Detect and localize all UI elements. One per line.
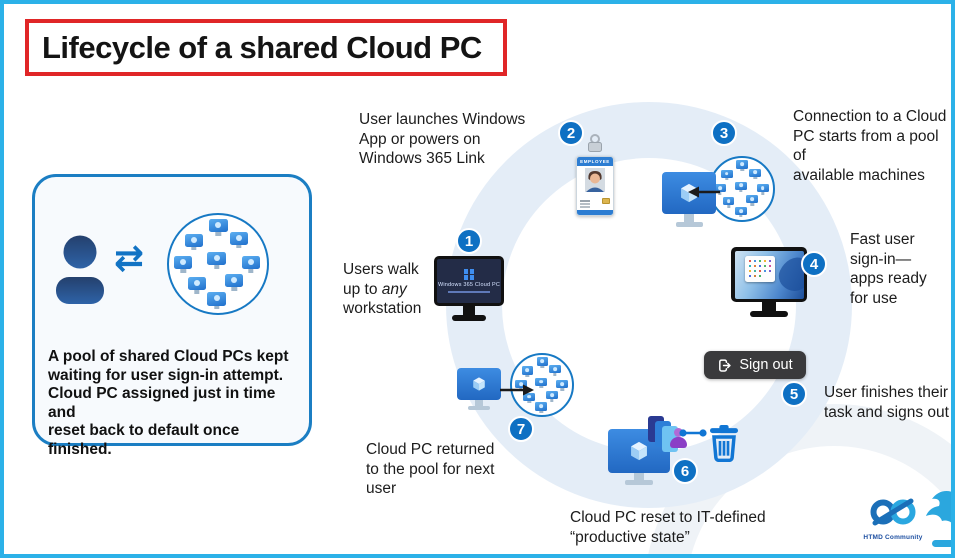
sign-out-label: Sign out [739, 357, 793, 373]
signed-in-monitor-icon [731, 247, 807, 317]
step-badge-7: 7 [508, 416, 534, 442]
sign-out-button: Sign out [704, 351, 806, 379]
exchange-arrows-icon: ⇄ [114, 238, 145, 279]
mini-cloud-pc-icon [184, 233, 204, 247]
windows365-boot-screen: Windows 365 Cloud PC [437, 259, 501, 303]
mini-cloud-pc-icon [546, 391, 558, 400]
step-1-caption: Users walk up to any workstation [343, 260, 455, 319]
step-badge-3: 3 [711, 120, 737, 146]
step-1-caption-italic: any [381, 280, 407, 298]
step-4-caption: Fast user sign-in— apps ready for use [850, 231, 927, 308]
step-6-caption: Cloud PC reset to IT-defined “productive… [570, 509, 766, 546]
step-badge-2: 2 [558, 120, 584, 146]
mini-cloud-pc-icon [535, 377, 548, 387]
trash-icon [710, 425, 738, 462]
mini-cloud-pc-icon [515, 380, 527, 389]
cloud-pc-pool-icon [510, 353, 574, 417]
mini-cloud-pc-icon [735, 206, 747, 216]
mini-cloud-pc-icon [207, 252, 226, 266]
mini-cloud-pc-icon [173, 256, 193, 270]
step-1-caption-text: workstation [343, 300, 422, 318]
user-icon [56, 235, 104, 304]
mini-cloud-pc-icon [556, 380, 569, 389]
mini-cloud-pc-icon [224, 273, 244, 287]
badge-clip-icon [587, 134, 603, 156]
htmd-logo-label: HTMD Community [863, 534, 923, 541]
mini-cloud-pc-icon [549, 365, 561, 374]
step-badge-1: 1 [456, 228, 482, 254]
cloud-pc-cube-icon [473, 377, 485, 391]
workstation-monitor-icon: Windows 365 Cloud PC [434, 256, 504, 321]
step-badge-6: 6 [672, 458, 698, 484]
mini-cloud-pc-icon [756, 184, 769, 193]
mini-cloud-pc-icon [209, 218, 228, 233]
mini-cloud-pc-icon [535, 402, 548, 411]
cloud-pc-pool-icon [167, 213, 269, 315]
cloud-pc-monitor-icon [662, 172, 716, 227]
step-badge-4: 4 [801, 251, 827, 277]
mini-cloud-pc-icon [523, 392, 536, 402]
mini-cloud-pc-icon [720, 169, 733, 179]
app-grid-icons [748, 259, 752, 263]
id-card-chip [602, 198, 610, 204]
page-title: Lifecycle of a shared Cloud PC [42, 29, 482, 65]
mini-cloud-pc-icon [521, 366, 534, 375]
cloud-pc-monitor-icon [457, 368, 501, 410]
windows11-desktop [734, 250, 804, 299]
mini-cloud-pc-icon [241, 256, 261, 270]
mini-cloud-pc-icon [749, 168, 762, 177]
step-3-caption: Connection to a Cloud PC starts from a p… [793, 108, 947, 185]
id-card-text-lines [580, 200, 590, 202]
pool-summary-panel: ⇄ A pool of shared Cloud PCs kept waitin… [32, 174, 312, 458]
mini-cloud-pc-icon [735, 181, 747, 190]
step-badge-5: 5 [781, 381, 807, 407]
arrow-left-icon [688, 186, 720, 198]
dotted-connector-icon [679, 429, 707, 437]
mini-cloud-pc-icon [736, 160, 749, 169]
step-5-caption: User finishes their task and signs out [824, 384, 949, 421]
bird-icon [926, 491, 951, 547]
arrow-right-icon [500, 384, 534, 396]
cloud-pc-pool-icon [709, 156, 775, 222]
step-1-caption-text: Users walk up to [343, 261, 419, 298]
windows-logo-icon [463, 269, 475, 280]
mini-cloud-pc-icon [229, 231, 249, 245]
id-card: EMPLOYEE [576, 156, 614, 216]
monitor-bezel: Windows 365 Cloud PC [434, 256, 504, 306]
htmd-logo-icon [870, 498, 916, 526]
pool-summary-caption: A pool of shared Cloud PCs kept waiting … [48, 348, 289, 458]
mini-cloud-pc-icon [746, 195, 758, 204]
id-card-photo [585, 168, 605, 192]
screen-title: Windows 365 Cloud PC [437, 281, 501, 288]
step-7-caption: Cloud PC returned to the pool for next u… [366, 441, 495, 498]
start-menu [744, 255, 775, 282]
screen-subtitle-line [448, 290, 490, 293]
id-card-header: EMPLOYEE [577, 157, 613, 166]
sign-out-icon [719, 358, 732, 372]
title-box: Lifecycle of a shared Cloud PC [25, 19, 507, 76]
cloud-pc-cube-icon [631, 441, 647, 461]
step-2-caption: User launches Windows App or powers on W… [359, 111, 526, 168]
mini-cloud-pc-icon [536, 357, 549, 366]
mini-cloud-pc-icon [207, 292, 226, 306]
htmd-community-logo: HTMD Community [860, 498, 926, 541]
mini-cloud-pc-icon [714, 184, 726, 193]
employee-id-badge-icon: EMPLOYEE [576, 134, 614, 216]
apps-and-user-profile-icon [648, 414, 700, 462]
mini-cloud-pc-icon [187, 276, 207, 290]
mini-cloud-pc-icon [722, 197, 735, 206]
id-card-footer [577, 210, 613, 215]
